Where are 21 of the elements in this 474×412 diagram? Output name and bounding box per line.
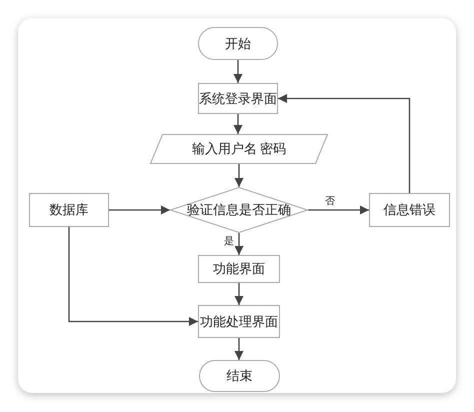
- arrow: [234, 283, 244, 305]
- arrow: [308, 206, 369, 214]
- arrow: [234, 114, 242, 134]
- arrow: [278, 94, 410, 193]
- decision-diamond: 验证信息是否正确: [170, 187, 308, 233]
- process-box: 功能处理界面: [198, 305, 280, 338]
- arrow: [68, 227, 198, 326]
- terminal-shape: 结束: [199, 360, 280, 392]
- process-box: 功能界面: [198, 255, 280, 283]
- arrow: [234, 338, 244, 360]
- arrow: [109, 206, 170, 214]
- input-parallelogram: 输入用户名 密码: [150, 134, 328, 164]
- edge-label: 是: [223, 236, 235, 248]
- arrow: [234, 164, 244, 187]
- arrow: [234, 60, 242, 83]
- arrow: [234, 233, 244, 255]
- process-box: 数据库: [29, 193, 109, 227]
- process-box: 信息错误: [369, 193, 450, 227]
- process-box: 系统登录界面: [198, 83, 278, 114]
- edge-label: 否: [324, 196, 336, 208]
- terminal-shape: 开始: [198, 27, 278, 60]
